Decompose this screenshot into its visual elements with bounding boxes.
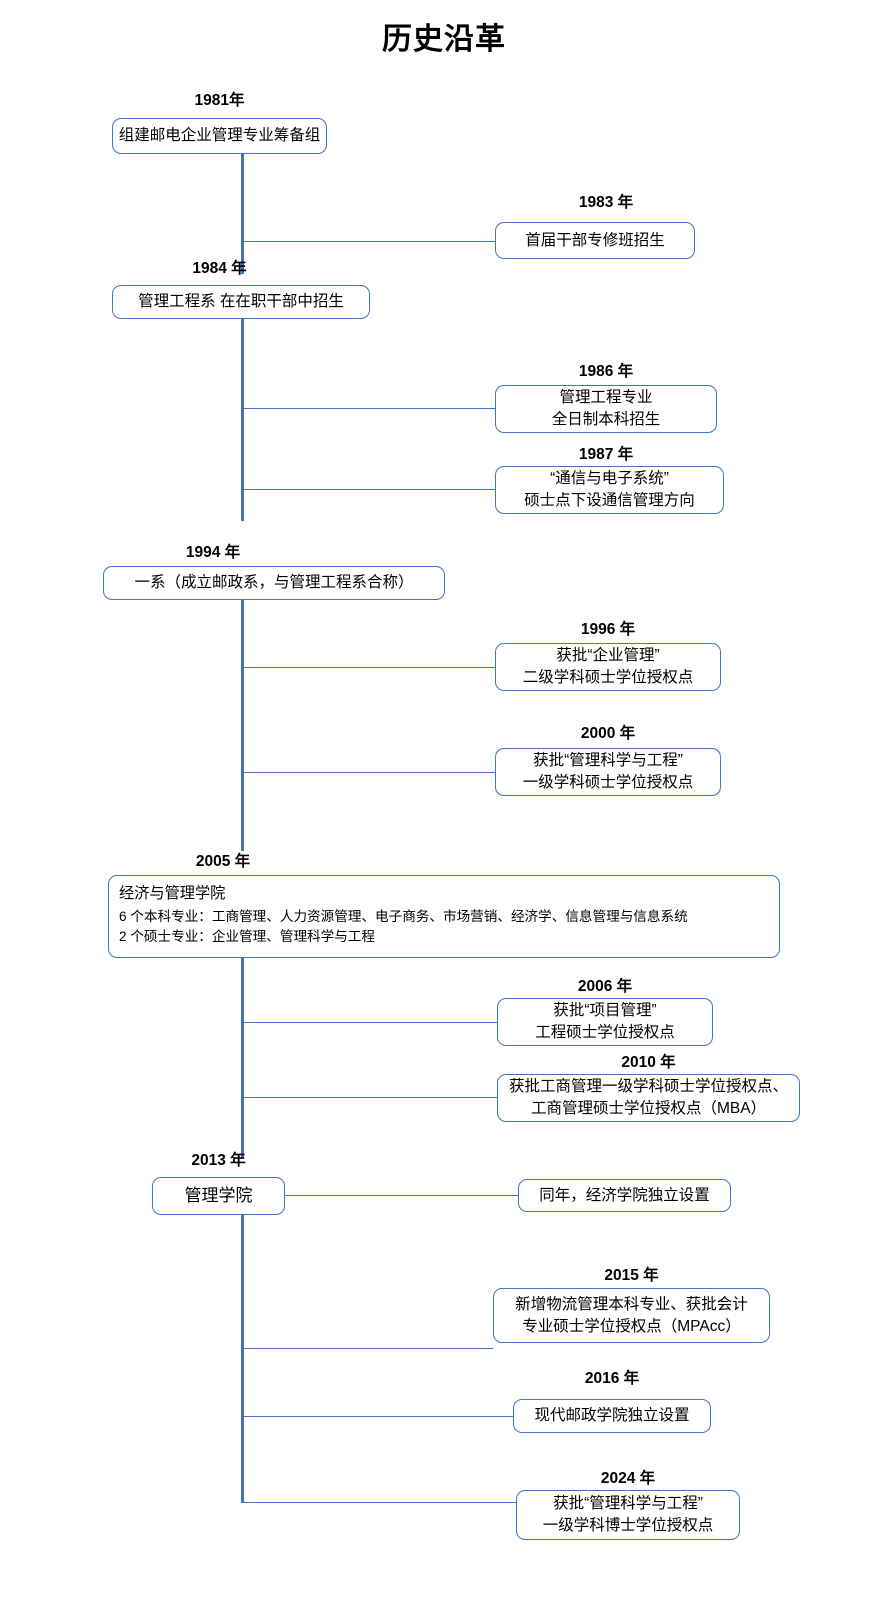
year-label-2016: 2016 年	[584, 1370, 640, 1387]
event-box-2013-same-year[interactable]: 同年，经济学院独立设置	[518, 1179, 731, 1212]
event-box-2013[interactable]: 管理学院	[152, 1177, 285, 1215]
year-label-1986: 1986 年	[578, 363, 634, 380]
timeline-spine-2005-2013	[241, 958, 245, 1158]
event-line: 首届干部专修班招生	[525, 231, 665, 249]
event-box-2005[interactable]: 经济与管理学院 6 个本科专业：工商管理、人力资源管理、电子商务、市场营销、经济…	[108, 875, 780, 958]
timeline-spine-1994-2005	[241, 600, 245, 851]
event-line: 获批“项目管理”	[553, 1002, 657, 1019]
year-label-1987: 1987 年	[578, 446, 634, 463]
event-line: 获批工商管理一级学科硕士学位授权点、	[508, 1078, 788, 1095]
event-box-1984[interactable]: 管理工程系 在在职干部中招生	[112, 285, 370, 319]
connector-2024	[243, 1502, 516, 1504]
year-label-1983: 1983 年	[578, 194, 634, 211]
connector-2015	[243, 1348, 493, 1350]
event-line: 一级学科博士学位授权点	[542, 1517, 714, 1534]
year-label-1981: 1981年	[194, 92, 245, 109]
connector-2006	[243, 1022, 497, 1024]
connector-2016	[243, 1416, 513, 1418]
connector-2000	[243, 772, 495, 774]
year-label-2013: 2013 年	[191, 1152, 246, 1169]
connector-1983	[243, 241, 495, 243]
year-label-2006: 2006 年	[577, 978, 633, 995]
event-box-2000[interactable]: 获批“管理科学与工程” 一级学科硕士学位授权点	[495, 748, 721, 796]
timeline-spine-1981-1984	[241, 154, 245, 274]
year-label-1996: 1996 年	[580, 621, 636, 638]
event-line: 一系（成立邮政系，与管理工程系合称）	[134, 574, 414, 591]
event-line: 一级学科硕士学位授权点	[522, 774, 694, 791]
event-line: 管理工程系 在在职干部中招生	[138, 293, 344, 310]
year-label-2015: 2015 年	[604, 1267, 659, 1284]
event-line: “通信与电子系统”	[550, 470, 669, 487]
event-box-1983[interactable]: 首届干部专修班招生	[495, 222, 695, 259]
timeline-spine-2013-2024	[241, 1215, 245, 1503]
event-line: 经济与管理学院	[119, 885, 226, 902]
event-box-2010[interactable]: 获批工商管理一级学科硕士学位授权点、 工商管理硕士学位授权点（MBA）	[497, 1074, 800, 1122]
timeline-spine-1984-1994	[241, 319, 245, 521]
page-title: 历史沿革	[382, 23, 506, 56]
event-line: 管理工程专业	[559, 389, 653, 406]
event-line: 二级学科硕士学位授权点	[522, 669, 694, 686]
connector-1986	[243, 408, 495, 410]
event-box-1986[interactable]: 管理工程专业 全日制本科招生	[495, 385, 717, 433]
event-line: 获批“管理科学与工程”	[553, 1495, 703, 1512]
event-line: 获批“管理科学与工程”	[533, 752, 683, 769]
event-line: 硕士点下设通信管理方向	[524, 492, 695, 509]
event-box-2016[interactable]: 现代邮政学院独立设置	[513, 1399, 711, 1433]
event-box-1981[interactable]: 组建邮电企业管理专业筹备组	[112, 118, 327, 154]
year-label-2024: 2024 年	[600, 1470, 656, 1487]
connector-1987	[243, 489, 495, 491]
event-line: 同年，经济学院独立设置	[539, 1186, 710, 1204]
event-line: 6 个本科专业：工商管理、人力资源管理、电子商务、市场营销、经济学、信息管理与信…	[119, 908, 688, 924]
event-line: 组建邮电企业管理专业筹备组	[118, 127, 321, 144]
event-box-2015[interactable]: 新增物流管理本科专业、获批会计 专业硕士学位授权点（MPAcc）	[493, 1288, 770, 1343]
event-box-2024[interactable]: 获批“管理科学与工程” 一级学科博士学位授权点	[516, 1490, 740, 1540]
year-label-1984: 1984 年	[192, 260, 247, 277]
connector-2013-same-year	[285, 1195, 530, 1197]
event-box-1994[interactable]: 一系（成立邮政系，与管理工程系合称）	[103, 566, 445, 600]
year-label-2000: 2000 年	[580, 725, 636, 742]
connector-2010	[243, 1097, 497, 1099]
event-line: 管理学院	[184, 1185, 253, 1205]
event-line: 工程硕士学位授权点	[535, 1024, 675, 1041]
event-box-1987[interactable]: “通信与电子系统” 硕士点下设通信管理方向	[495, 466, 724, 514]
year-label-2010: 2010 年	[621, 1054, 676, 1071]
event-line: 工商管理硕士学位授权点（MBA）	[530, 1100, 767, 1117]
event-box-2006[interactable]: 获批“项目管理” 工程硕士学位授权点	[497, 998, 713, 1046]
event-line: 2 个硕士专业：企业管理、管理科学与工程	[119, 928, 376, 944]
connector-1996	[243, 667, 495, 669]
year-label-1994: 1994 年	[185, 544, 241, 561]
year-label-2005: 2005 年	[195, 853, 251, 870]
event-line: 专业硕士学位授权点（MPAcc）	[522, 1317, 741, 1335]
event-line: 新增物流管理本科专业、获批会计	[515, 1295, 748, 1313]
event-line: 获批“企业管理”	[556, 647, 660, 664]
event-line: 全日制本科招生	[551, 411, 661, 428]
event-line: 现代邮政学院独立设置	[534, 1407, 690, 1424]
event-box-1996[interactable]: 获批“企业管理” 二级学科硕士学位授权点	[495, 643, 721, 691]
